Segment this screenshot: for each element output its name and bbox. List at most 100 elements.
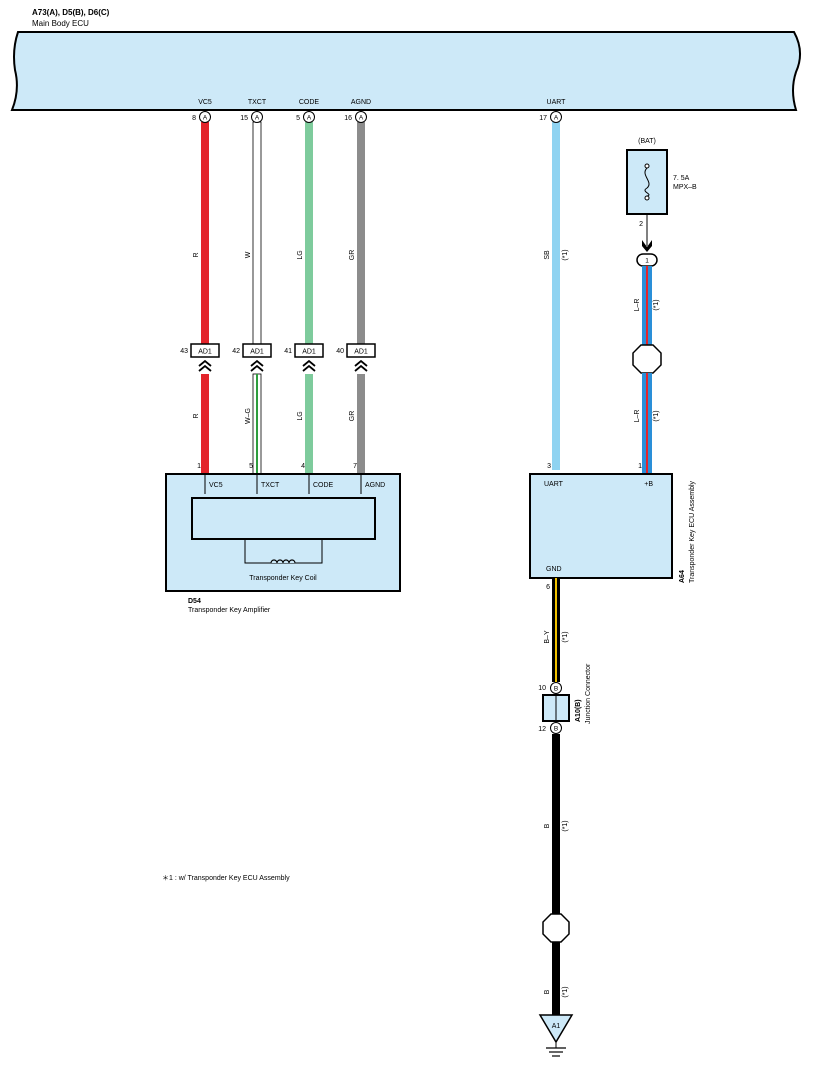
wire-label-wg-lower: W–G xyxy=(245,408,252,424)
wire-label-r-upper: R xyxy=(193,252,200,257)
svg-text:A: A xyxy=(554,115,559,122)
svg-text:A: A xyxy=(359,115,364,122)
fuse-name: MPX–B xyxy=(673,184,697,191)
amp-pin-name-txct: TXCT xyxy=(261,482,280,489)
svg-text:A: A xyxy=(307,115,312,122)
junction-name: Junction Connector xyxy=(585,663,592,724)
amplifier-name: Transponder Key Amplifier xyxy=(188,607,271,614)
junction-code: A10(B) xyxy=(575,699,582,722)
svg-text:A: A xyxy=(203,115,208,122)
wire-vc5-lower xyxy=(201,374,209,474)
svg-text:8: 8 xyxy=(192,115,196,122)
amp-pin-name-agnd: AGND xyxy=(365,482,385,489)
amp-pin-num-vc5: 1 xyxy=(197,463,201,470)
splice-pin-1: 1 xyxy=(636,253,658,267)
wire-l-r xyxy=(632,266,662,474)
wire-label-gr-upper: GR xyxy=(349,250,356,261)
svg-text:AD1: AD1 xyxy=(250,349,264,356)
wire-note-b-y: (*1) xyxy=(562,631,569,642)
junction-pin-12: 12 B xyxy=(538,722,562,734)
key-ecu-pin-num-uart: 3 xyxy=(547,463,551,470)
key-ecu-gnd-pin: 6 xyxy=(546,584,550,591)
key-ecu-code: A64 xyxy=(679,570,686,583)
wire-vc5-upper xyxy=(201,122,209,344)
svg-text:AGND: AGND xyxy=(351,99,371,106)
svg-text:VC5: VC5 xyxy=(198,99,212,106)
svg-text:41: 41 xyxy=(284,348,292,355)
amp-pin-name-code: CODE xyxy=(313,482,334,489)
wire-agnd-upper xyxy=(357,122,365,344)
ecu-pin-txct: TXCT 15 A xyxy=(240,99,267,123)
svg-text:AD1: AD1 xyxy=(302,349,316,356)
wire-label-l-r-upper: L–R xyxy=(634,299,641,312)
svg-text:A: A xyxy=(255,115,260,122)
wire-note-b-lower: (*1) xyxy=(562,986,569,997)
ecu-pin-code: CODE 5 A xyxy=(296,99,319,123)
ground-icon xyxy=(546,1047,566,1057)
coil-label: Transponder Key Coil xyxy=(249,575,317,582)
wire-label-lg-upper: LG xyxy=(297,250,304,259)
wire-label-lg-lower: LG xyxy=(297,411,304,420)
wire-txct-lower xyxy=(252,373,262,475)
amplifier-code: D54 xyxy=(188,598,201,605)
svg-text:5: 5 xyxy=(296,115,300,122)
svg-text:B: B xyxy=(554,686,558,693)
svg-text:16: 16 xyxy=(344,115,352,122)
splice-octagon-lower xyxy=(542,913,570,943)
ad1-connector-43: 43 AD1 xyxy=(180,343,220,372)
svg-text:AD1: AD1 xyxy=(198,349,212,356)
main-body-ecu-band xyxy=(10,31,801,111)
amp-pin-num-agnd: 7 xyxy=(353,463,357,470)
svg-text:17: 17 xyxy=(539,115,547,122)
amp-pin-num-txct: 5 xyxy=(249,463,253,470)
key-ecu-pin-num-b: 1 xyxy=(638,463,642,470)
fuse-rating: 7. 5A xyxy=(673,175,690,182)
wire-note-l-r-lower: (*1) xyxy=(653,410,660,421)
wire-agnd-lower xyxy=(357,374,365,474)
svg-text:AD1: AD1 xyxy=(354,349,368,356)
splice-octagon-upper xyxy=(632,344,662,374)
wire-note-l-r-upper: (*1) xyxy=(653,299,660,310)
ecu-connector-codes: A73(A), D5(B), D6(C) xyxy=(32,8,110,17)
key-ecu-pin-uart: UART xyxy=(544,481,564,488)
fuse-source: (BAT) xyxy=(638,138,656,145)
transponder-key-amplifier xyxy=(165,473,401,592)
svg-text:A1: A1 xyxy=(552,1023,561,1030)
wire-txct-upper xyxy=(252,121,262,345)
ad1-connector-40: 40 AD1 xyxy=(336,343,376,372)
footnote: ＊1 : w/ Transponder Key ECU Assembly xyxy=(162,875,290,882)
svg-text:1: 1 xyxy=(645,258,649,265)
wire-code-lower xyxy=(305,374,313,474)
amp-pin-num-code: 4 xyxy=(301,463,305,470)
svg-text:42: 42 xyxy=(232,348,240,355)
svg-text:15: 15 xyxy=(240,115,248,122)
amp-pin-name-vc5: VC5 xyxy=(209,482,223,489)
key-ecu-pin-b: +B xyxy=(644,481,653,488)
wire-label-l-r-lower: L–R xyxy=(634,410,641,423)
coil-icon xyxy=(270,559,296,564)
wire-uart xyxy=(552,122,560,470)
ad1-connector-41: 41 AD1 xyxy=(284,343,324,372)
svg-text:UART: UART xyxy=(547,99,567,106)
svg-text:43: 43 xyxy=(180,348,188,355)
wire-b-ground xyxy=(542,734,570,1015)
wire-label-b-y: B–Y xyxy=(544,630,551,644)
svg-text:TXCT: TXCT xyxy=(248,99,267,106)
svg-text:CODE: CODE xyxy=(299,99,320,106)
svg-text:10: 10 xyxy=(538,685,546,692)
fuse-out-pin: 2 xyxy=(639,221,643,228)
wire-code-upper xyxy=(305,122,313,344)
wire-note-sb: (*1) xyxy=(562,249,569,260)
ecu-pin-uart: UART 17 A xyxy=(539,99,566,123)
wire-label-sb: SB xyxy=(544,250,551,260)
fuse-icon xyxy=(644,167,650,197)
ecu-pin-agnd: AGND 16 A xyxy=(344,99,371,123)
fuse-box xyxy=(626,149,668,215)
ad1-connector-42: 42 AD1 xyxy=(232,343,272,372)
svg-text:B: B xyxy=(554,726,558,733)
transponder-key-ecu xyxy=(529,473,673,579)
svg-text:40: 40 xyxy=(336,348,344,355)
wire-label-r-lower: R xyxy=(193,413,200,418)
key-ecu-gnd: GND xyxy=(546,566,562,573)
